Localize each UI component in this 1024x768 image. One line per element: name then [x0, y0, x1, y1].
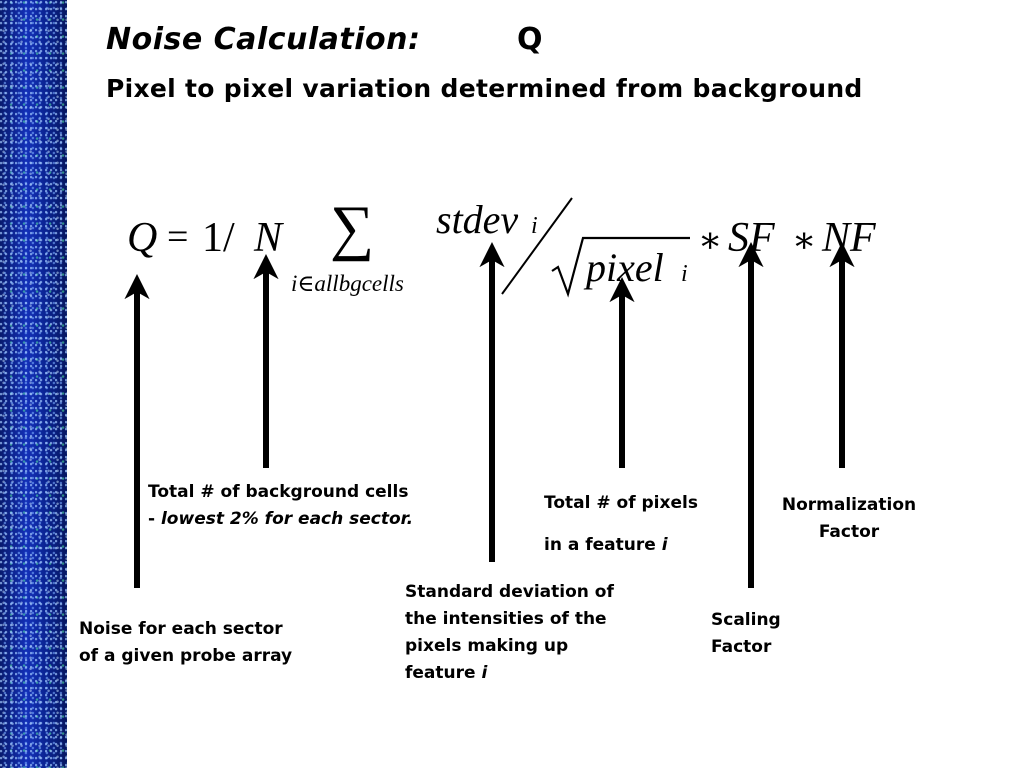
- formula-nf: NF: [821, 215, 876, 261]
- slide-subtitle: Pixel to pixel variation determined from…: [106, 74, 863, 103]
- formula-stdev: stdev: [436, 197, 518, 242]
- formula-lhs-q: Q: [127, 215, 157, 261]
- label-scaling-factor: Scaling Factor: [711, 610, 781, 657]
- label-normalization-factor: Normalization Factor: [781, 495, 917, 542]
- formula-sum-index: i∈allbgcells: [291, 271, 404, 296]
- formula-equals: =: [167, 216, 188, 258]
- formula-one-over: 1/: [202, 215, 235, 261]
- formula-sf: SF: [728, 215, 775, 261]
- formula-pixel: pixel: [583, 245, 664, 290]
- label-background-cells: Total # of background cells - lowest 2% …: [148, 482, 414, 529]
- label-stdev: Standard deviation of the intensities of…: [405, 582, 614, 683]
- formula-times-1: ∗: [698, 220, 722, 260]
- fraction-slash: [501, 197, 573, 295]
- formula-stdev-subscript: i: [531, 213, 538, 239]
- label-noise: Noise for each sector of a given probe a…: [79, 619, 293, 666]
- slide-title: Noise Calculation:: [106, 22, 421, 57]
- formula-n: N: [253, 215, 284, 261]
- decorative-sidebar: [0, 0, 67, 768]
- formula-pixel-subscript: i: [681, 261, 688, 287]
- sqrt-sign: [551, 236, 690, 298]
- formula-sigma: ∑: [330, 194, 374, 262]
- label-pixels: Total # of pixels in a feature i: [544, 493, 698, 555]
- formula-times-2: ∗: [792, 220, 816, 260]
- slide-title-symbol: Q: [517, 22, 543, 57]
